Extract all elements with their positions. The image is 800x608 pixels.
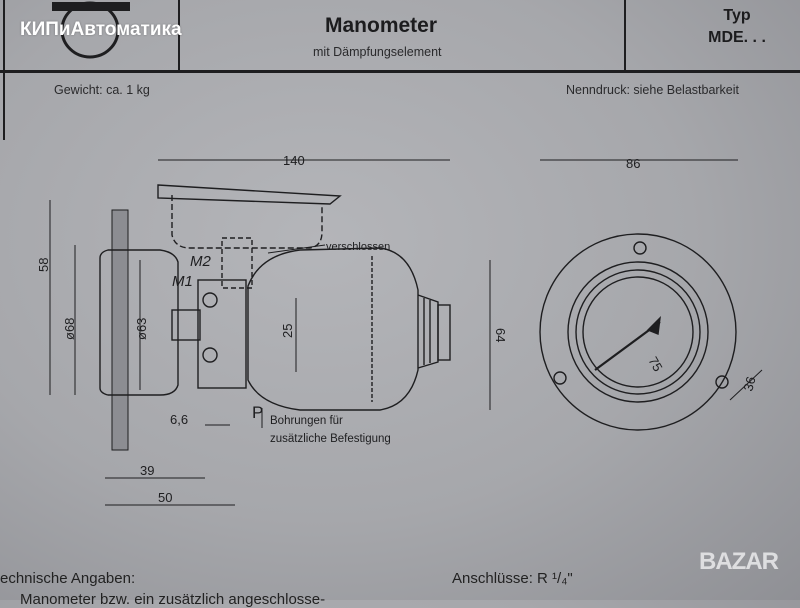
dim-64: 64 [493,328,508,342]
dim-25: 25 [280,324,295,338]
dim-d68: ø68 [62,318,77,340]
label-m1: M1 [172,273,193,290]
type-value: MDE. . . [708,29,766,46]
tech-data-heading: echnische Angaben: [0,570,136,587]
dim-6-6: 6,6 [170,412,188,427]
type-label: Typ [723,7,751,24]
dim-58: 58 [36,258,51,272]
label-p: P [252,403,263,422]
dim-140: 140 [283,153,305,168]
type-box: Typ MDE. . . [700,5,774,49]
dim-75: 75 [645,354,665,374]
header-divider-2 [624,0,626,71]
document-subtitle: mit Dämpfungselement [313,45,442,59]
label-holes-line2: zusätzliche Befestigung [270,433,391,445]
document-title: Manometer [325,14,438,37]
connections-text: Anschlüsse: R ¹/₄" [452,570,573,587]
dim-36: 36 [740,375,758,393]
dim-d63: ø63 [134,318,149,340]
label-holes-line1: Bohrungen für [270,415,343,427]
dim-86: 86 [626,156,640,171]
left-border [3,0,5,140]
side-view [49,159,491,506]
header-bottom-border [0,70,800,73]
front-view [539,159,763,431]
header-divider-1 [178,0,180,71]
label-closed: verschlossen [326,241,390,253]
dim-39: 39 [140,463,154,478]
label-m2: M2 [190,253,211,270]
watermark: КИПиАвтоматика [20,19,182,40]
dim-50: 50 [158,490,172,505]
weight-text: Gewicht: ca. 1 kg [54,83,150,97]
nominal-pressure-text: Nenndruck: siehe Belastbarkeit [566,83,740,97]
company-logo [52,1,130,59]
bazar-logo: BAZAR [699,548,779,575]
